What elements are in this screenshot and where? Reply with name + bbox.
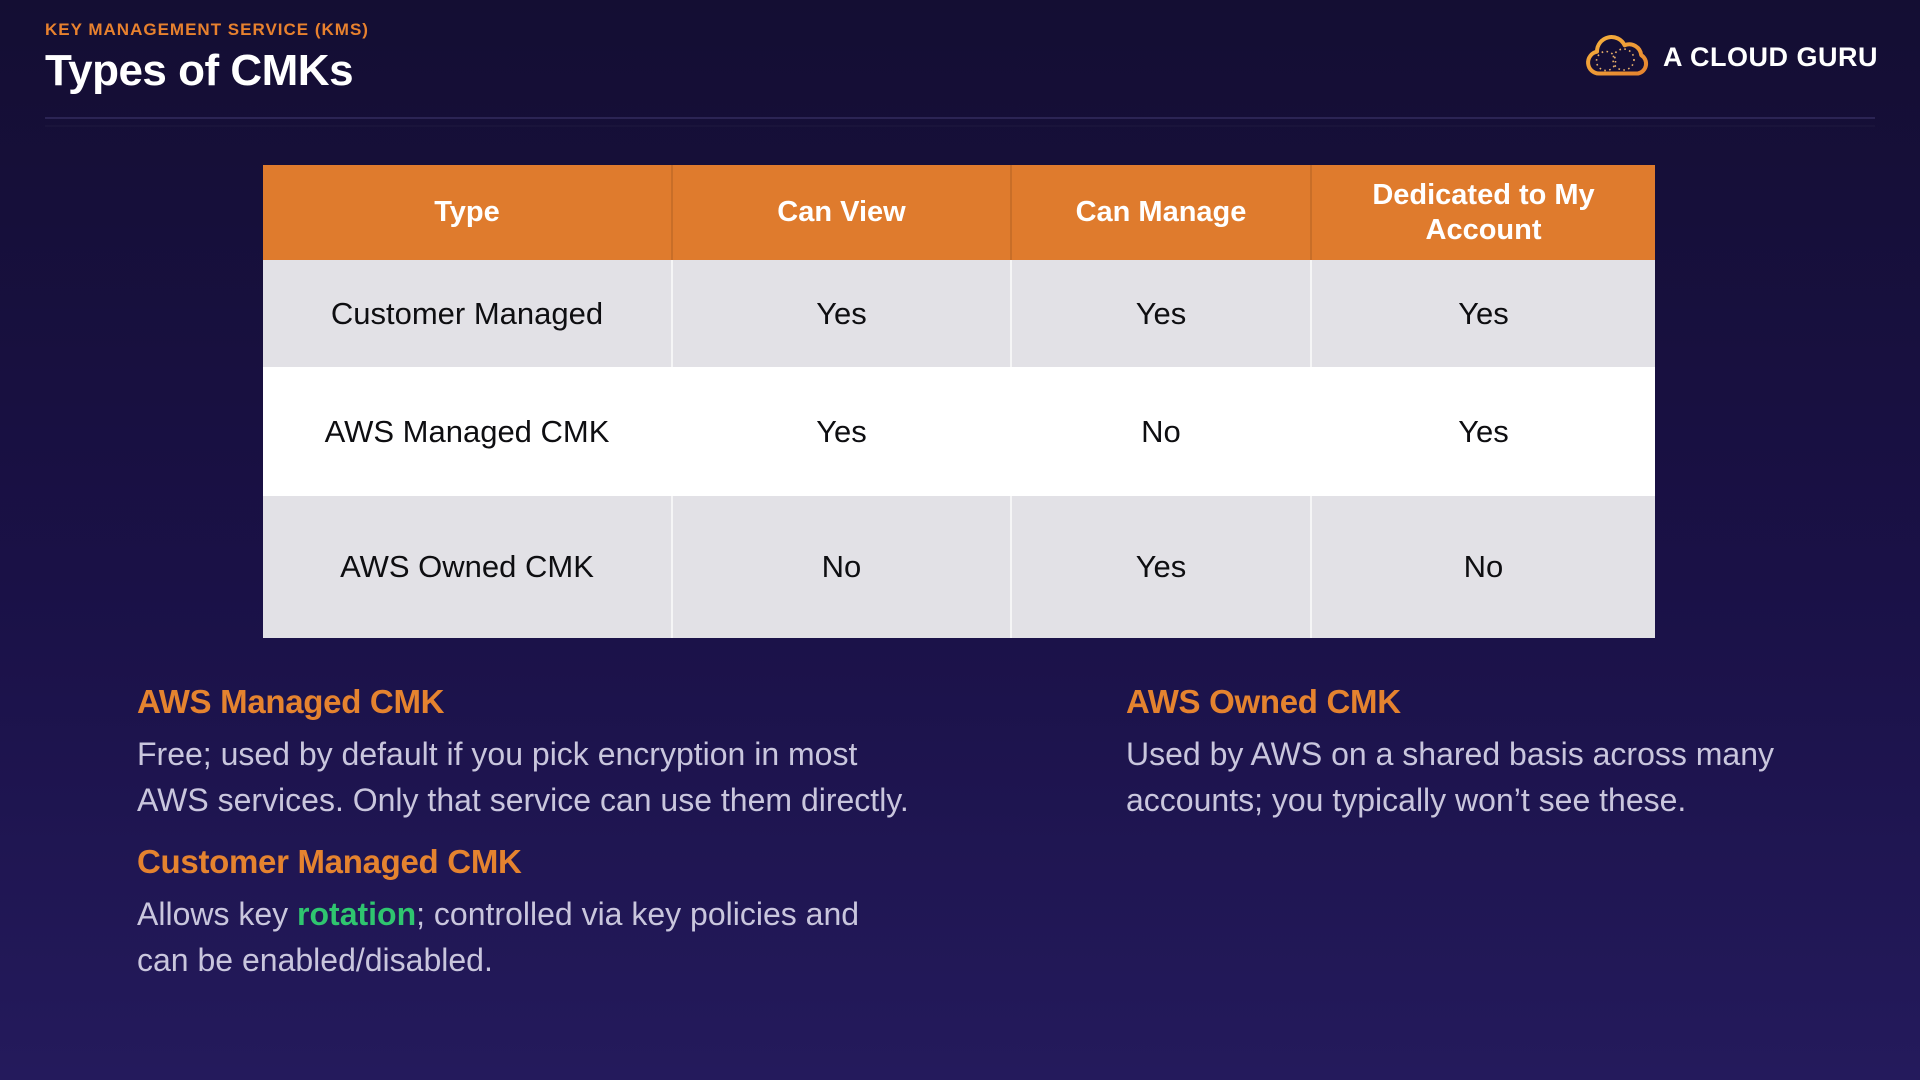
note-heading: AWS Owned CMK bbox=[1126, 683, 1401, 720]
brand-name: A CLOUD GURU bbox=[1663, 41, 1878, 72]
cell-dedicated: Yes bbox=[1310, 260, 1655, 367]
cmk-table: Type Can View Can Manage Dedicated to My… bbox=[263, 165, 1655, 638]
cell-type: Customer Managed bbox=[263, 260, 671, 367]
note-heading: AWS Managed CMK bbox=[137, 683, 445, 720]
cell-can-view: Yes bbox=[671, 260, 1010, 367]
cell-dedicated: No bbox=[1310, 496, 1655, 638]
column-header-dedicated: Dedicated to My Account bbox=[1310, 165, 1655, 260]
eyebrow-label: KEY MANAGEMENT SERVICE (KMS) bbox=[45, 20, 369, 39]
note-text: ; controlled via key policies and bbox=[416, 896, 860, 932]
cell-can-view: No bbox=[671, 496, 1010, 638]
note-heading: Customer Managed CMK bbox=[137, 843, 522, 880]
column-header-can-manage: Can Manage bbox=[1010, 165, 1310, 260]
note-line: can be enabled/disabled. bbox=[137, 942, 493, 978]
cell-can-manage: Yes bbox=[1010, 260, 1310, 367]
cloud-icon bbox=[1585, 34, 1649, 80]
note-line: AWS services. Only that service can use … bbox=[137, 782, 909, 818]
header-section: KEY MANAGEMENT SERVICE (KMS) Types of CM… bbox=[45, 20, 369, 96]
cell-type: AWS Managed CMK bbox=[263, 367, 671, 496]
note-customer-managed: Customer Managed CMK Allows key rotation… bbox=[137, 843, 859, 983]
rotation-highlight: rotation bbox=[297, 896, 417, 932]
page-title: Types of CMKs bbox=[45, 46, 354, 95]
note-line: Used by AWS on a shared basis across man… bbox=[1126, 736, 1774, 772]
note-line: accounts; you typically won’t see these. bbox=[1126, 782, 1687, 818]
note-aws-owned: AWS Owned CMK Used by AWS on a shared ba… bbox=[1126, 683, 1774, 823]
cell-can-manage: Yes bbox=[1010, 496, 1310, 638]
header-divider bbox=[45, 117, 1875, 119]
cell-can-manage: No bbox=[1010, 367, 1310, 496]
note-aws-managed: AWS Managed CMK Free; used by default if… bbox=[137, 683, 909, 823]
note-line: Allows key rotation; controlled via key … bbox=[137, 891, 859, 937]
cell-dedicated: Yes bbox=[1310, 367, 1655, 496]
brand-logo: A CLOUD GURU bbox=[1585, 34, 1878, 80]
cell-type: AWS Owned CMK bbox=[263, 496, 671, 638]
note-line: Free; used by default if you pick encryp… bbox=[137, 736, 858, 772]
note-text: Allows key bbox=[137, 896, 298, 932]
column-header-can-view: Can View bbox=[671, 165, 1010, 260]
column-header-type: Type bbox=[263, 165, 671, 260]
cell-can-view: Yes bbox=[671, 367, 1010, 496]
